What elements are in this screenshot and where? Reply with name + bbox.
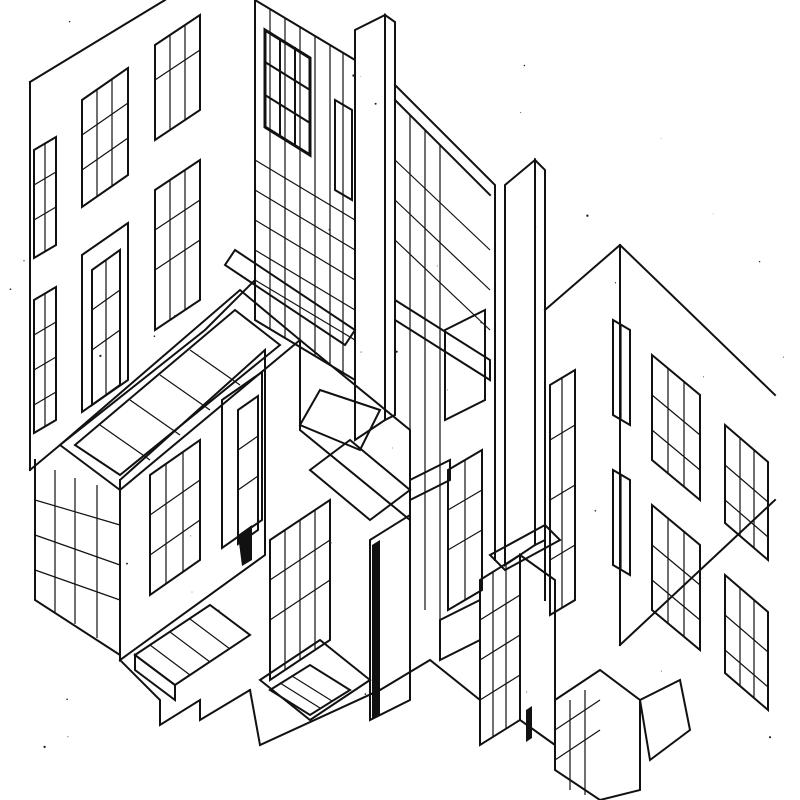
paper-speck — [480, 321, 483, 324]
paper-speck — [352, 74, 355, 77]
paper-speck — [768, 736, 772, 739]
paper-speck — [43, 745, 46, 749]
paper-speck — [702, 376, 705, 378]
right-block — [543, 243, 777, 713]
paper-speck — [660, 670, 662, 672]
paper-speck — [523, 64, 526, 67]
middle-facade — [393, 83, 546, 620]
paper-speck — [329, 542, 332, 544]
paper-speck — [68, 20, 71, 23]
base-plinth — [118, 603, 481, 747]
lower-right-cluster — [479, 553, 692, 800]
paper-speck — [360, 75, 362, 77]
paper-speck — [783, 356, 785, 358]
paper-speck — [196, 354, 199, 356]
left-tower — [28, 0, 257, 657]
paper-speck — [67, 736, 69, 738]
paper-speck — [436, 265, 438, 267]
paper-speck — [594, 510, 597, 512]
central-pillar — [354, 13, 396, 442]
paper-specks — [9, 20, 785, 749]
paper-speck — [66, 698, 68, 701]
paper-speck — [535, 226, 537, 228]
paper-speck — [614, 282, 617, 284]
paper-speck — [9, 288, 12, 291]
paper-speck — [395, 350, 398, 353]
paper-speck — [447, 389, 449, 391]
paper-speck — [191, 591, 193, 593]
paper-speck — [328, 228, 331, 231]
paper-speck — [153, 335, 156, 338]
paper-speck — [758, 261, 761, 263]
center-grid-facade — [254, 0, 356, 382]
paper-speck — [392, 447, 393, 449]
paper-speck — [712, 213, 714, 215]
paper-speck — [217, 609, 220, 612]
connecting-beams — [223, 248, 562, 662]
paper-speck — [586, 214, 589, 217]
paper-speck — [526, 691, 528, 693]
paper-speck — [174, 314, 176, 317]
paper-speck — [374, 102, 377, 105]
central-void — [269, 337, 412, 722]
paper-speck — [660, 137, 662, 139]
paper-speck — [126, 562, 128, 565]
left-tower-windows — [33, 13, 201, 435]
paper-speck — [360, 351, 362, 353]
paper-speck — [190, 535, 192, 537]
paper-speck — [520, 111, 522, 113]
paper-speck — [364, 693, 367, 695]
inner-court — [58, 288, 302, 662]
paper-speck — [99, 354, 102, 358]
paper-speck — [23, 260, 25, 262]
